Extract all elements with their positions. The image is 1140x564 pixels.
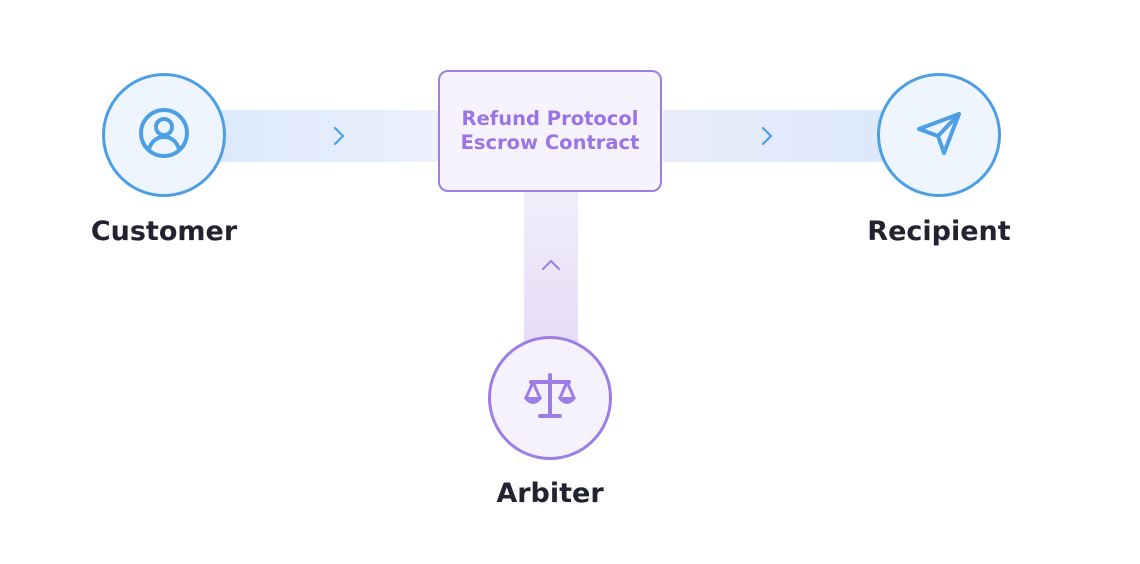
connector-contract-to-recipient xyxy=(663,110,883,162)
connector-arbiter-to-contract xyxy=(524,192,578,342)
arbiter-node xyxy=(488,336,612,460)
scales-icon xyxy=(520,366,580,430)
recipient-node xyxy=(877,73,1001,197)
recipient-label: Recipient xyxy=(867,216,1011,247)
escrow-contract-box: Refund Protocol Escrow Contract xyxy=(438,70,662,192)
contract-title-line1: Refund Protocol xyxy=(461,107,639,130)
connector-customer-to-contract xyxy=(220,110,440,162)
contract-title-line2: Escrow Contract xyxy=(460,131,640,154)
user-icon xyxy=(136,105,192,165)
chevron-right-icon xyxy=(328,125,350,147)
customer-label: Customer xyxy=(90,216,238,247)
customer-node xyxy=(102,73,226,197)
arbiter-label: Arbiter xyxy=(496,478,604,509)
send-icon xyxy=(911,105,967,165)
chevron-up-icon xyxy=(540,254,562,276)
chevron-right-icon xyxy=(756,125,778,147)
